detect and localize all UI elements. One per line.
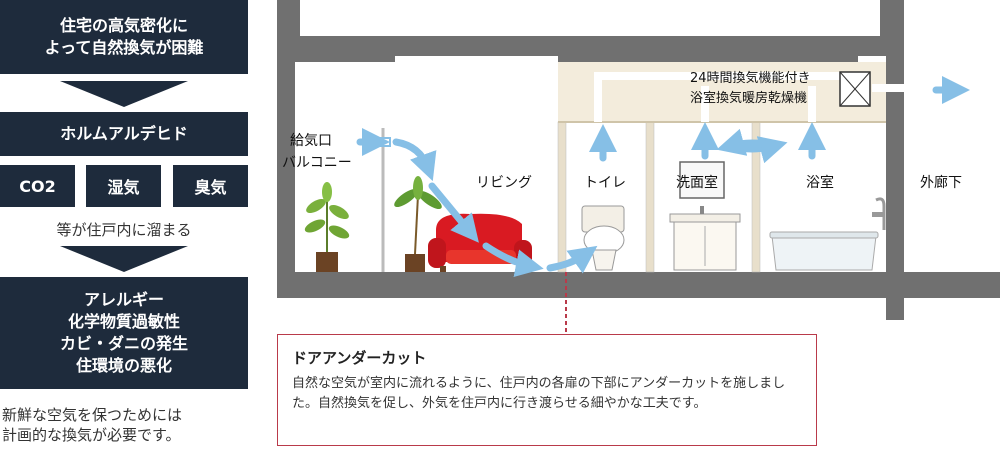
- pollutant-odor-label: 臭気: [194, 178, 227, 197]
- ventilator-label-line-1: 24時間換気機能付き: [690, 71, 811, 86]
- accumulate-text: 等が住戸内に溜まる: [56, 221, 192, 239]
- flow-arrow-down-2: [60, 246, 188, 272]
- conclusion-line-1: 新鮮な空気を保つためには: [2, 406, 183, 424]
- room-living-label: リビング: [476, 175, 532, 191]
- pollutant-humidity-box: 湿気: [86, 165, 161, 207]
- formaldehyde-label: ホルムアルデヒド: [60, 124, 188, 143]
- toilet-icon: [581, 205, 625, 271]
- washbasin-icon: [669, 161, 741, 271]
- living-flow-arrow-3: [482, 242, 544, 277]
- partition-living-toilet: [557, 121, 567, 273]
- airtight-problem-line-1: 住宅の高気密化に: [59, 16, 188, 35]
- formaldehyde-box: ホルムアルデヒド: [0, 112, 248, 156]
- left-wall: [277, 56, 295, 272]
- floor-slab: [277, 272, 1000, 298]
- door-undercut-callout: ドアアンダーカット 自然な空気が室内に流れるように、住戸内の各扉の下部にアンダー…: [277, 334, 817, 446]
- top-wall: [277, 0, 904, 62]
- ventilator-label-line-2: 浴室換気暖房乾燥機: [690, 91, 808, 106]
- undercut-flow-arrow: [546, 245, 598, 274]
- plant-left-icon: [304, 182, 350, 272]
- pollutant-odor-box: 臭気: [173, 165, 248, 207]
- room-washroom-label: 洗面室: [676, 175, 718, 191]
- intake-label-line-2: バルコニー: [282, 155, 352, 171]
- flow-arrow-down-1: [60, 81, 188, 107]
- effect-allergy: アレルギー: [83, 290, 164, 309]
- effect-mold-mites: カビ・ダニの発生: [59, 334, 188, 353]
- airtight-problem-box: 住宅の高気密化に よって自然換気が困難: [0, 0, 248, 74]
- effect-environment-worsening: 住環境の悪化: [75, 356, 172, 375]
- right-wall-upper: [886, 36, 904, 272]
- bathtub-icon: [769, 197, 886, 271]
- exhaust-duct: [594, 72, 840, 122]
- room-toilet-label: トイレ: [584, 175, 626, 191]
- pollutant-co2-box: CO2: [0, 165, 75, 207]
- callout-title: ドアアンダーカット: [292, 349, 427, 367]
- right-wall-lower: [886, 298, 904, 320]
- pollutant-humidity-label: 湿気: [107, 178, 140, 197]
- room-corridor-label: 外廊下: [920, 175, 962, 191]
- room-bath-label: 浴室: [806, 175, 834, 191]
- plant-right-icon: [394, 176, 442, 272]
- partition-toilet-washroom: [645, 121, 655, 273]
- washroom-bath-arrow-left: [716, 128, 778, 156]
- intake-label-line-1: 給気口: [290, 133, 332, 149]
- conclusion-line-2: 計画的な換気が必要です。: [2, 426, 181, 444]
- effects-box: アレルギー 化学物質過敏性 カビ・ダニの発生 住環境の悪化: [0, 277, 248, 389]
- effect-chemical-sensitivity: 化学物質過敏性: [67, 312, 180, 331]
- living-flow-arrow-2: [428, 182, 479, 243]
- ventilator-cross-b: [839, 71, 871, 107]
- living-flow-arrow-1: [392, 138, 437, 182]
- airtight-problem-line-2: よって自然換気が困難: [44, 38, 204, 57]
- pollutant-co2-label: CO2: [19, 176, 56, 196]
- callout-body: 自然な空気が室内に流れるように、住戸内の各扉の下部にアンダーカットを施しました。…: [292, 376, 786, 411]
- airflow-arrows: [356, 76, 970, 277]
